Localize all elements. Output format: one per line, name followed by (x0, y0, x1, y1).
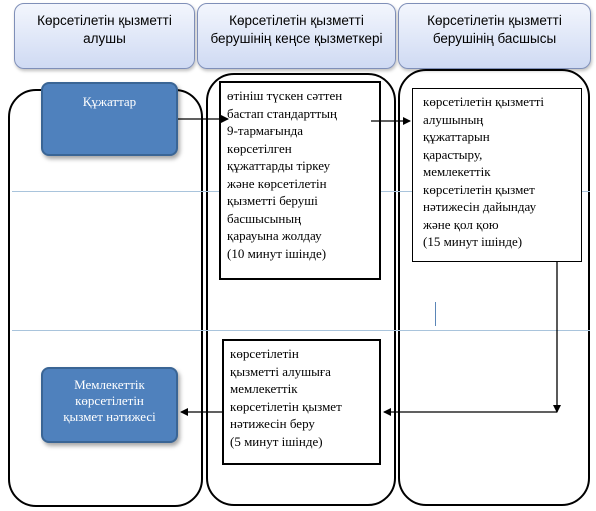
lane-head (398, 69, 590, 506)
separator-line-2 (12, 330, 590, 331)
review-step-box: көрсетілетін қызметті алушының құжаттары… (412, 88, 582, 262)
lane-header-head-label: Көрсетілетін қызметті берушінің басшысы (427, 13, 562, 46)
result-node-label: Мемлекеттік көрсетілетін қызмет нәтижесі (63, 377, 156, 424)
documents-node: Құжаттар (41, 82, 178, 156)
lane-header-recipient: Көрсетілетін қызметті алушы (14, 3, 195, 69)
documents-node-label: Құжаттар (82, 94, 137, 109)
lane-office-employee (206, 73, 396, 506)
separator-tick (435, 302, 436, 326)
review-step-text: көрсетілетін қызметті алушының құжаттары… (423, 94, 545, 249)
lane-header-office-employee-label: Көрсетілетін қызметті берушінің кеңсе қы… (210, 13, 383, 46)
lane-header-office-employee: Көрсетілетін қызметті берушінің кеңсе қы… (197, 3, 396, 69)
result-node: Мемлекеттік көрсетілетін қызмет нәтижесі (41, 367, 178, 443)
issue-step-text: көрсетілетін қызметті алушыға мемлекетті… (230, 346, 342, 449)
registration-step-text: өтініш түскен сәттен бастап стандарттың … (227, 88, 343, 261)
registration-step-box: өтініш түскен сәттен бастап стандарттың … (219, 81, 381, 280)
lane-header-recipient-label: Көрсетілетін қызметті алушы (37, 13, 172, 46)
issue-step-box: көрсетілетін қызметті алушыға мемлекетті… (222, 339, 381, 465)
lane-header-head: Көрсетілетін қызметті берушінің басшысы (398, 3, 591, 69)
